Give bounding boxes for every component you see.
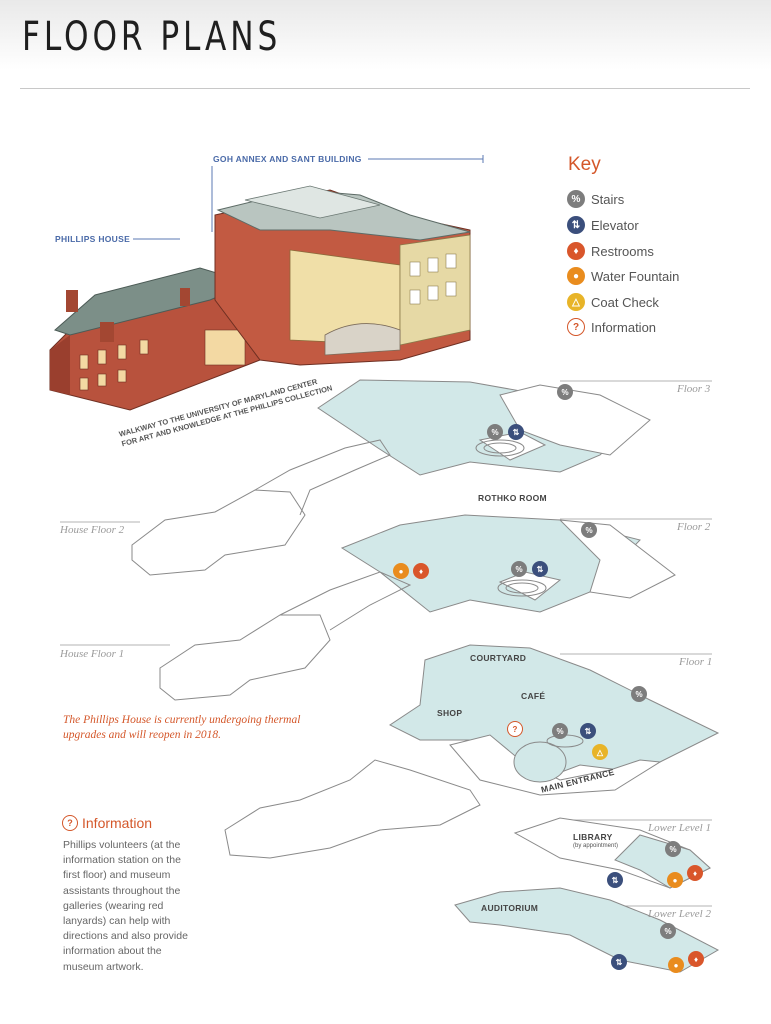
restrooms-icon: ♦ <box>413 563 429 579</box>
information-icon: ? <box>567 318 585 336</box>
restrooms-icon: ♦ <box>567 242 585 260</box>
header-background <box>0 0 771 70</box>
library-label: LIBRARY <box>573 832 613 842</box>
information-icon: ? <box>62 815 78 831</box>
elevator-icon: ⇅ <box>508 424 524 440</box>
closure-notice: The Phillips House is currently undergoi… <box>63 714 301 741</box>
building-illustration <box>49 185 471 411</box>
key-title: Key <box>568 154 601 175</box>
stairs-icon: % <box>557 384 573 400</box>
floor-3-plan <box>317 379 651 476</box>
key-item-information: ? Information <box>567 317 656 337</box>
water-fountain-icon: ● <box>567 267 585 285</box>
water-fountain-icon: ● <box>667 872 683 888</box>
stairs-icon: % <box>581 522 597 538</box>
lower-level-2-label: Lower Level 2 <box>648 908 711 920</box>
elevator-icon: ⇅ <box>580 723 596 739</box>
house-floor-1-plan <box>159 571 412 701</box>
stairs-icon: % <box>660 923 676 939</box>
key-label-water-fountain: Water Fountain <box>591 268 680 284</box>
floor-1-plan <box>389 644 720 796</box>
key-label-restrooms: Restrooms <box>591 243 654 259</box>
water-fountain-icon: ● <box>393 563 409 579</box>
information-body: Phillips volunteers (at the information … <box>63 839 188 973</box>
stairs-icon: % <box>665 841 681 857</box>
elevator-icon: ⇅ <box>532 561 548 577</box>
floor-3-label: Floor 3 <box>677 383 711 395</box>
key-item-water-fountain: ● Water Fountain <box>567 266 679 286</box>
lower-level-1-label: Lower Level 1 <box>648 822 711 834</box>
walkway-plan <box>224 759 481 859</box>
stairs-icon: % <box>487 424 503 440</box>
house-floor-1-label: House Floor 1 <box>60 648 125 660</box>
elevator-icon: ⇅ <box>567 216 585 234</box>
key-label-stairs: Stairs <box>591 191 625 207</box>
goh-annex-label: GOH ANNEX AND SANT BUILDING <box>213 154 362 164</box>
house-floor-2-plan <box>131 439 391 576</box>
key-label-coat-check: Coat Check <box>591 294 659 310</box>
elevator-icon: ⇅ <box>607 872 623 888</box>
key-item-coat-check: △ Coat Check <box>567 292 659 312</box>
cafe-label: CAFÉ <box>521 691 546 701</box>
rothko-room-label: ROTHKO ROOM <box>478 493 547 503</box>
floor-2-plan <box>340 514 676 613</box>
water-fountain-icon: ● <box>668 957 684 973</box>
lower-level-1-plan <box>513 817 711 889</box>
restrooms-icon: ♦ <box>688 951 704 967</box>
key-label-information: Information <box>591 319 657 335</box>
information-heading-text: Information <box>82 815 153 831</box>
shop-label: SHOP <box>437 708 463 718</box>
elevator-icon: ⇅ <box>611 954 627 970</box>
stairs-icon: % <box>567 190 585 208</box>
phillips-house-label: PHILLIPS HOUSE <box>55 234 131 244</box>
key-item-stairs: % Stairs <box>567 189 624 209</box>
title-divider <box>20 88 750 89</box>
stairs-icon: % <box>552 723 568 739</box>
library-note: (by appointment) <box>573 843 619 849</box>
leader-lines <box>133 155 484 240</box>
page-title: FLOOR PLANS <box>22 14 282 60</box>
stairs-icon: % <box>511 561 527 577</box>
restrooms-icon: ♦ <box>687 865 703 881</box>
floor-2-label: Floor 2 <box>677 521 711 533</box>
coat-check-icon: △ <box>567 293 585 311</box>
key-item-restrooms: ♦ Restrooms <box>567 241 654 261</box>
information-icon: ? <box>507 721 523 737</box>
auditorium-label: AUDITORIUM <box>481 903 539 913</box>
key-label-elevator: Elevator <box>591 217 639 233</box>
stairs-icon: % <box>631 686 647 702</box>
floor-1-label: Floor 1 <box>679 656 713 668</box>
key-item-elevator: ⇅ Elevator <box>567 215 639 235</box>
house-floor-2-label: House Floor 2 <box>60 524 125 536</box>
information-heading: ? Information <box>62 815 152 831</box>
courtyard-label: COURTYARD <box>470 653 527 663</box>
coat-check-icon: △ <box>592 744 608 760</box>
